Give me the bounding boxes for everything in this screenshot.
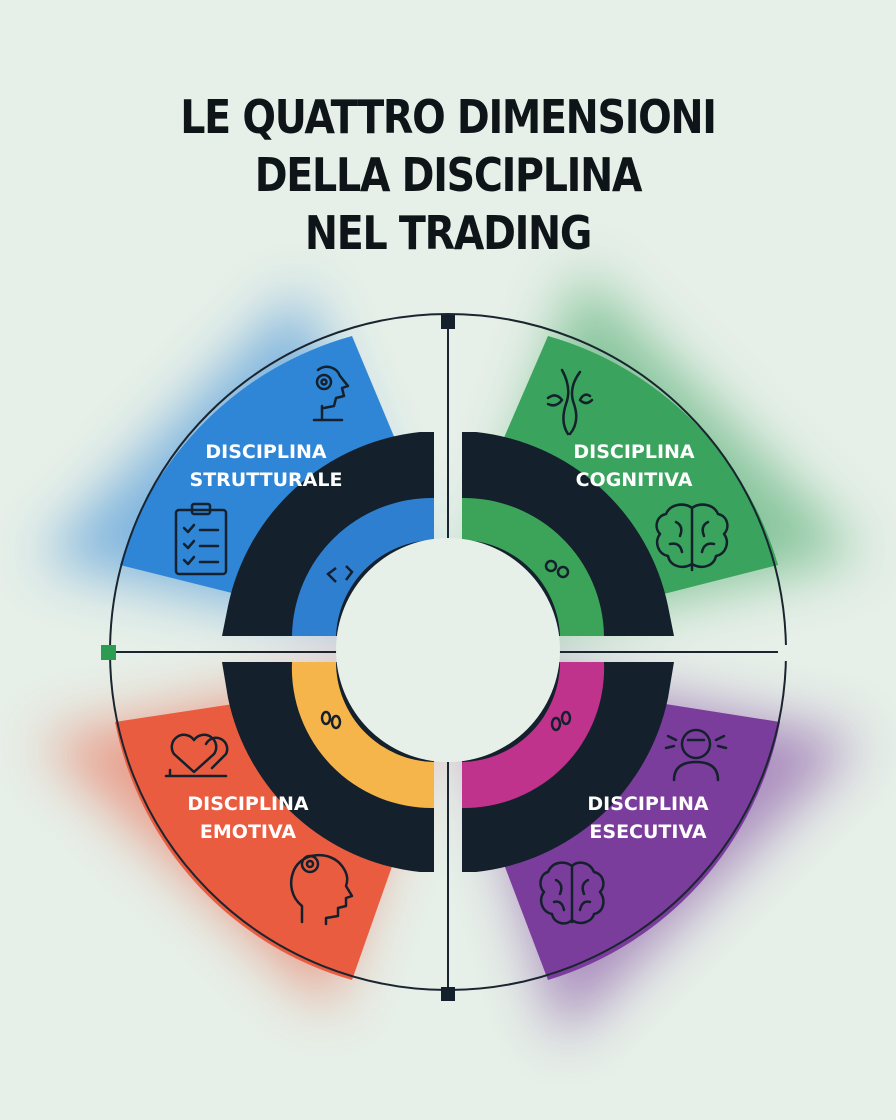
- ring-glyphs: [320, 559, 572, 732]
- label-esecutiva-line2: ESECUTIVA: [589, 821, 706, 843]
- label-strutturale-line2: STRUTTURALE: [190, 469, 343, 491]
- title-line-3: NEL TRADING: [304, 206, 592, 260]
- label-esecutiva: DISCIPLINA ESECUTIVA: [587, 793, 709, 843]
- label-emotiva-line2: EMOTIVA: [200, 821, 296, 843]
- wedge-esecutiva: [494, 700, 780, 980]
- label-strutturale: DISCIPLINA STRUTTURALE: [190, 441, 343, 491]
- label-cognitiva-line2: COGNITIVA: [576, 469, 693, 491]
- axis-marker-right: [778, 645, 794, 661]
- axis-marker-left: [101, 645, 116, 660]
- title-line-1: LE QUATTRO DIMENSIONI: [180, 90, 717, 144]
- bracket-icon: [326, 565, 354, 583]
- two-hearts-icon: [164, 733, 229, 778]
- axis-marker-bottom: [441, 987, 455, 1001]
- chain-icon-right: [550, 710, 572, 732]
- label-esecutiva-line1: DISCIPLINA: [587, 793, 709, 815]
- focused-person-icon: [664, 728, 728, 782]
- inner-arc-cognitiva: [462, 497, 604, 636]
- label-emotiva-line1: DISCIPLINA: [187, 793, 309, 815]
- brain-icon: [539, 861, 605, 925]
- neural-branch-icon: [546, 368, 594, 436]
- axis-marker-top: [441, 315, 455, 329]
- inner-arc-emotiva: [291, 662, 434, 809]
- checklist-icon: [174, 502, 228, 576]
- page-title: LE QUATTRO DIMENSIONI DELLA DISCIPLINA N…: [63, 88, 834, 262]
- link-icon: [544, 559, 570, 579]
- head-with-gear-icon: [312, 365, 350, 422]
- head-profile-icon: [290, 853, 354, 926]
- label-emotiva: DISCIPLINA EMOTIVA: [187, 793, 309, 843]
- label-strutturale-line1: DISCIPLINA: [205, 441, 327, 463]
- label-cognitiva-line1: DISCIPLINA: [573, 441, 695, 463]
- brain-icon: [655, 503, 729, 572]
- inner-arc-strutturale: [292, 497, 434, 636]
- center-hub: [336, 538, 560, 762]
- label-cognitiva: DISCIPLINA COGNITIVA: [573, 441, 695, 491]
- title-line-2: DELLA DISCIPLINA: [254, 148, 643, 202]
- inner-arc-esecutiva: [462, 662, 605, 809]
- wedge-cognitiva: [490, 336, 778, 600]
- chain-icon-left: [320, 710, 342, 730]
